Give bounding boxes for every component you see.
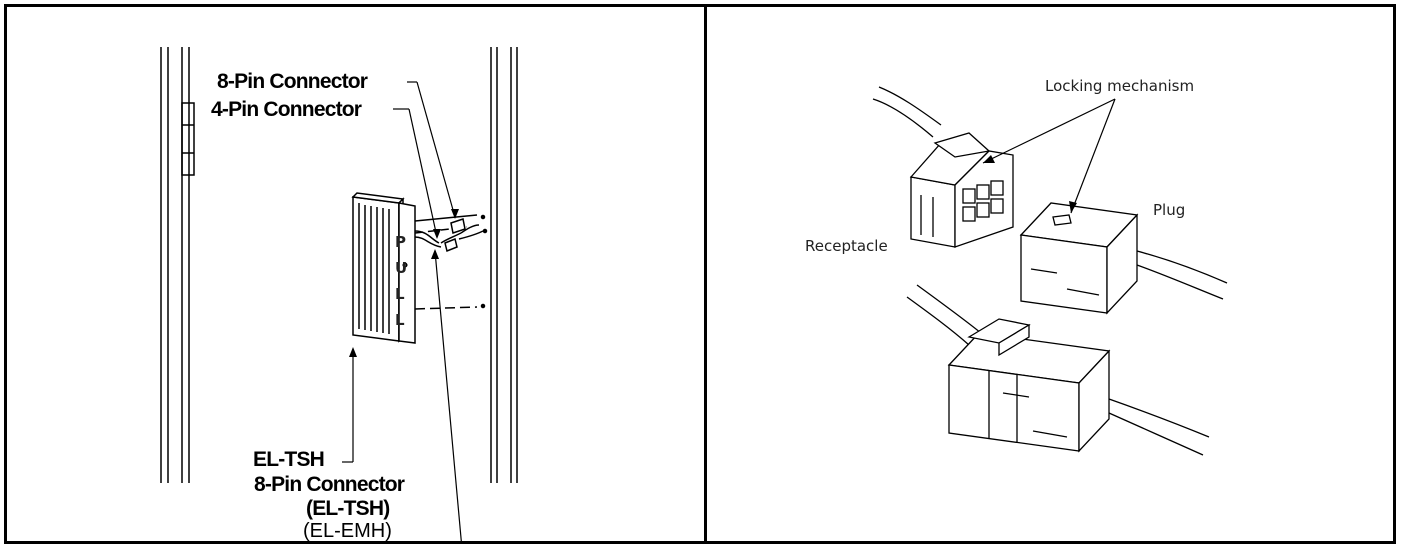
label-8-pin-connector-bottom: 8-Pin Connector <box>254 473 405 496</box>
connector-drawing <box>872 86 1228 456</box>
leader-lines <box>342 81 462 541</box>
receptacle <box>909 132 1014 248</box>
plug <box>1019 202 1228 315</box>
leader-arrowhead <box>431 249 439 259</box>
leader-arrowhead <box>433 229 441 239</box>
panel-connector-location: P U L L 8-Pin Connector 4-Pin Connector … <box>7 7 704 541</box>
label-el-emh-sub: (EL-EMH) <box>303 520 392 542</box>
label-locking-mechanism: Locking mechanism <box>1045 77 1195 95</box>
label-4-pin-connector: 4-Pin Connector <box>211 98 362 121</box>
leader-arrowhead <box>349 347 357 357</box>
leader-arrowhead <box>983 155 995 163</box>
leader-arrowhead <box>451 209 459 219</box>
pull-letter: L <box>395 285 405 303</box>
pull-letter: L <box>395 311 405 329</box>
label-el-tsh: EL-TSH <box>253 448 325 471</box>
label-plug: Plug <box>1153 201 1186 219</box>
cabinet-drawing <box>160 47 518 541</box>
leader-arrowhead <box>1069 201 1077 213</box>
mated-connector <box>906 284 1210 456</box>
el-tsh-module <box>351 192 486 344</box>
label-el-tsh-sub: (EL-TSH) <box>306 497 390 520</box>
pull-letter: P <box>395 233 406 251</box>
label-8-pin-connector-top: 8-Pin Connector <box>217 70 368 93</box>
panel-connector-detail: Locking mechanism Plug Receptacle <box>707 7 1393 541</box>
connector-cable <box>414 218 488 253</box>
label-receptacle: Receptacle <box>805 237 888 255</box>
hinge-block <box>181 102 195 176</box>
figure-frame <box>4 4 1396 544</box>
panel-divider <box>704 4 707 544</box>
receptacle-cable <box>872 86 942 138</box>
leader-lines <box>982 98 1116 214</box>
pull-letter: U <box>395 259 408 277</box>
